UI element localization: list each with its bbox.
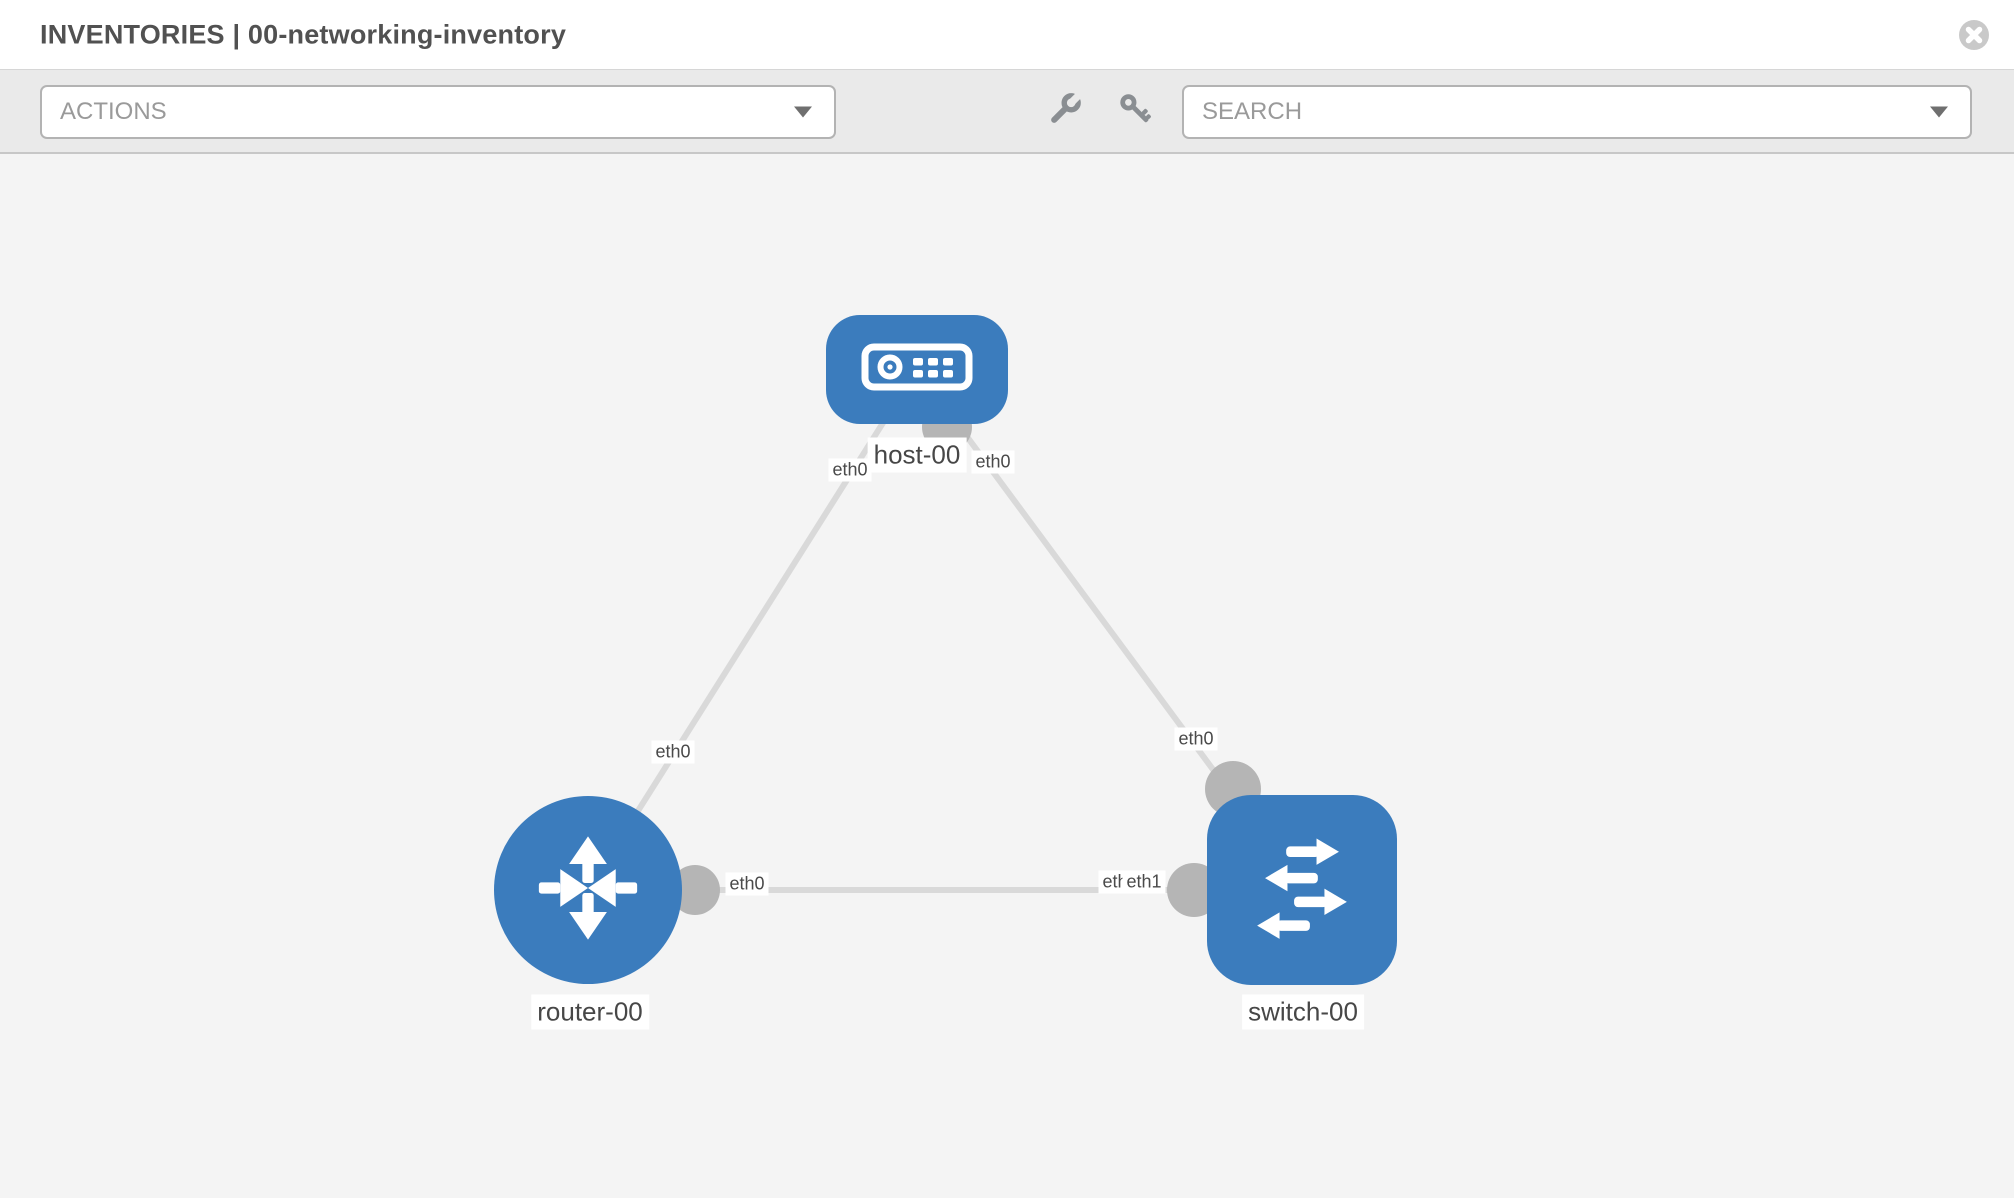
actions-dropdown-label: ACTIONS — [60, 98, 167, 125]
wrench-icon — [1045, 91, 1083, 134]
node-label-switch: switch-00 — [1242, 994, 1364, 1030]
node-host-00[interactable] — [826, 315, 1008, 424]
close-icon — [1958, 20, 1990, 55]
key-icon — [1117, 91, 1155, 134]
router-icon — [525, 825, 651, 956]
search-dropdown[interactable]: SEARCH — [1182, 85, 1972, 139]
actions-dropdown[interactable]: ACTIONS — [40, 85, 836, 139]
interface-label: eth1 — [1122, 870, 1166, 894]
node-router-00[interactable] — [494, 796, 682, 984]
header: INVENTORIES | 00-networking-inventory — [0, 0, 2014, 70]
interface-label: eth0 — [651, 740, 695, 764]
chevron-down-icon — [1930, 106, 1948, 118]
interface-label: eth0 — [828, 458, 872, 482]
interface-dot — [670, 865, 720, 915]
node-label-host: host-00 — [867, 437, 967, 473]
interface-label: eth0 — [725, 872, 769, 896]
switch-icon — [1236, 822, 1368, 959]
link-line-host-router — [585, 367, 920, 892]
interface-label: eth0 — [971, 450, 1015, 474]
close-button[interactable] — [1958, 19, 1990, 51]
key-button[interactable] — [1114, 90, 1158, 134]
toolbar: ACTIONS — [0, 70, 2014, 154]
page-title: INVENTORIES | 00-networking-inventory — [40, 19, 567, 49]
node-switch-00[interactable] — [1207, 795, 1397, 985]
node-label-router: router-00 — [531, 994, 649, 1030]
topology-canvas[interactable]: host-00 router-00 switch-00 eth0 eth0 et… — [0, 154, 2014, 1198]
wrench-button[interactable] — [1042, 90, 1086, 134]
chevron-down-icon — [794, 106, 812, 118]
links-layer — [585, 367, 1305, 917]
search-dropdown-label: SEARCH — [1202, 98, 1303, 125]
host-icon — [856, 336, 978, 403]
interface-label: eth0 — [1174, 727, 1218, 751]
